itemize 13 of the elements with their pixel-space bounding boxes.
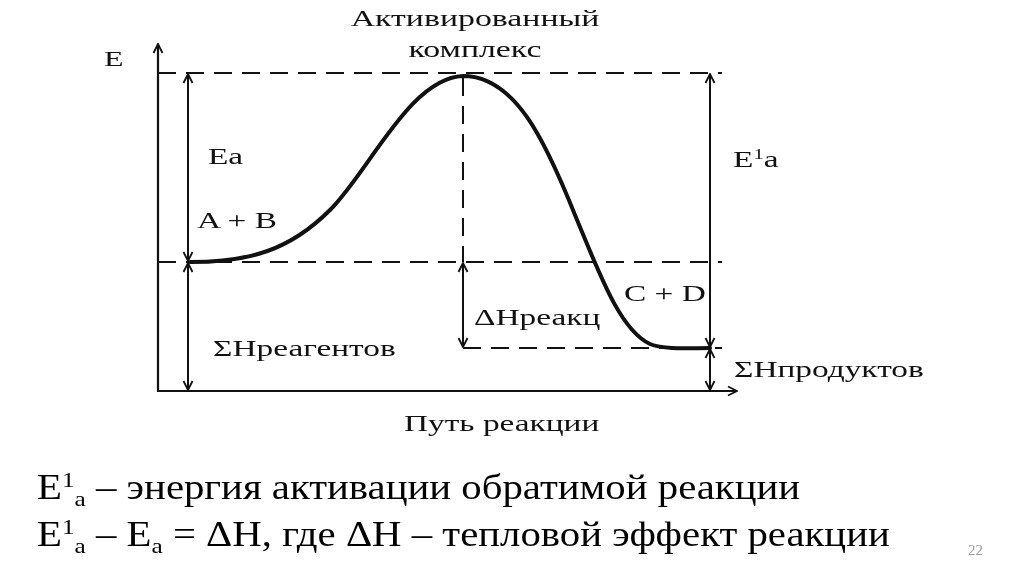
products-label: C + D [624,282,706,305]
axis-label: E [104,48,124,70]
axis-label: Путь реакции [404,412,600,435]
peak-label: Активированный комплекс [349,5,601,64]
note-text: E$^{1}$$_{a}$ – энергия активации обратимой реакции [37,470,801,505]
activation-energy-label: Ea [208,145,244,168]
enthalpy-label: ΣHреагентов [213,337,396,360]
page-number: 22 [968,543,983,558]
enthalpy-label: ΣHпродуктов [734,358,924,381]
enthalpy-label: ΔHреакц [474,306,601,329]
activation-energy-label: E$^{1}$a [733,148,779,171]
reactants-label: A + B [197,209,277,232]
note-text: E$^{1}$$_{a}$ – E$_{a}$ = ΔH, где ΔH – тепловой эффект реакции [37,517,890,552]
